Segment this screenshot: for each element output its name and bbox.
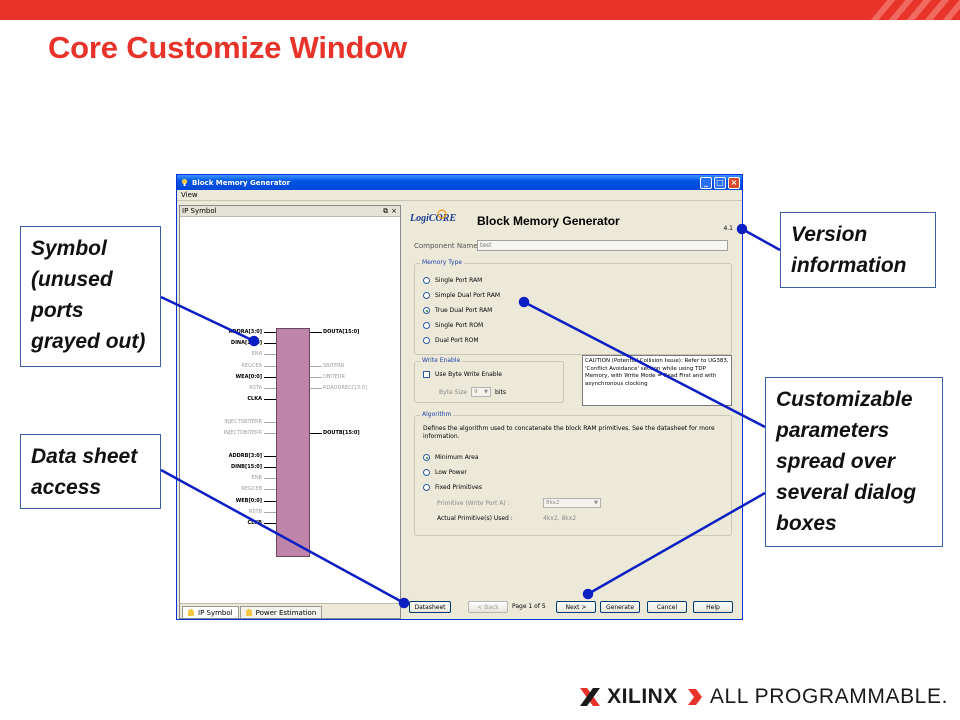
callout-version: Version information	[780, 212, 936, 288]
chevron-down-icon: ▼	[484, 389, 488, 395]
primitive-label: Primitive (Write Port A) :	[437, 500, 510, 507]
symbol-port-left: ADDRB[3:0]	[180, 453, 276, 460]
slide-title: Core Customize Window	[48, 30, 407, 65]
symbol-port-right: DOUTA[15:0]	[310, 329, 359, 336]
radio-true-dual-port-ram[interactable]: True Dual Port RAM	[423, 307, 492, 314]
symbol-port-left: WEA[0:0]	[180, 374, 276, 381]
symbol-port-left: DINA[15:0]	[180, 340, 276, 347]
symbol-port-left: RSTB	[180, 509, 276, 516]
parameters-pane: LogiCORE Block Memory Generator 4.1 Comp…	[404, 205, 741, 619]
radio-low-power[interactable]: Low Power	[423, 469, 467, 476]
version-label: 4.1	[723, 225, 733, 232]
top-accent-bar	[0, 0, 960, 20]
left-pane-tabs: IP Symbol Power Estimation	[180, 603, 400, 618]
byte-size-label: Byte Size	[439, 389, 467, 396]
byte-size-select[interactable]: 9▼	[471, 387, 491, 397]
actual-primitive-label: Actual Primitive(s) Used :	[437, 515, 513, 522]
algorithm-label: Algorithm	[420, 411, 454, 418]
radio-dual-port-rom[interactable]: Dual Port ROM	[423, 337, 479, 344]
byte-write-enable-checkbox[interactable]: Use Byte Write Enable	[423, 371, 502, 378]
core-symbol-block	[276, 328, 310, 557]
callout-datasheet: Data sheet access	[20, 434, 161, 509]
caution-note: CAUTION (Potential Collision Issue): Ref…	[582, 355, 732, 406]
symbol-port-right: DOUTB[15:0]	[310, 430, 360, 437]
next-button[interactable]: Next >	[556, 601, 596, 613]
component-name-label: Component Name	[414, 242, 478, 250]
symbol-port-left: REGCEB	[180, 486, 276, 493]
core-header-title: Block Memory Generator	[477, 214, 620, 228]
brand-tagline: ALL PROGRAMMABLE.	[709, 685, 948, 708]
maximize-button[interactable]: □	[714, 176, 726, 189]
primitive-select[interactable]: 8kx2▼	[543, 498, 601, 508]
menu-bar: View	[177, 190, 742, 201]
symbol-port-left: ENB	[180, 475, 276, 482]
radio-minimum-area[interactable]: Minimum Area	[423, 454, 479, 461]
arrow-right-icon	[687, 689, 702, 705]
symbol-port-left: ADDRA[3:0]	[180, 329, 276, 336]
svg-text:LogiCORE: LogiCORE	[409, 213, 456, 224]
ip-symbol-pane: IP Symbol ⧉ × ADDRA[3:0] DINA[15:0] ENA REG…	[179, 205, 401, 619]
callout-parameters: Customizable parameters spread over seve…	[765, 377, 943, 547]
tab-ip-symbol[interactable]: IP Symbol	[182, 606, 239, 618]
symbol-port-left: CLKA	[180, 396, 276, 403]
ip-symbol-pane-header: IP Symbol ⧉ ×	[180, 206, 400, 217]
close-button[interactable]: ×	[728, 176, 740, 189]
symbol-port-left: RSTA	[180, 385, 276, 392]
symbol-port-right: SBITERR	[310, 363, 344, 370]
symbol-canvas: ADDRA[3:0] DINA[15:0] ENA REGCEA WEA[0:0] RST…	[180, 217, 400, 604]
symbol-port-left: REGCEA	[180, 363, 276, 370]
app-icon	[181, 178, 188, 187]
window-titlebar[interactable]: Block Memory Generator _ □ ×	[177, 175, 742, 190]
back-button[interactable]: < Back	[468, 601, 508, 613]
symbol-port-left: INJECTSBITERR	[180, 419, 276, 426]
header-stripe-decoration	[870, 0, 960, 20]
write-enable-group: Write Enable Use Byte Write Enable Byte …	[414, 357, 564, 403]
symbol-port-left: INJECTDBITERR	[180, 430, 276, 437]
chevron-down-icon: ▼	[594, 500, 598, 506]
write-enable-label: Write Enable	[420, 357, 463, 364]
close-pane-icon[interactable]: ×	[391, 207, 397, 215]
radio-simple-dual-port-ram[interactable]: Simple Dual Port RAM	[423, 292, 500, 299]
page-indicator: Page 1 of 5	[512, 603, 546, 610]
menu-view[interactable]: View	[181, 191, 198, 199]
algorithm-group: Algorithm Defines the algorithm used to …	[414, 411, 732, 536]
xilinx-logo: XILINX ALL PROGRAMMABLE.	[579, 684, 948, 710]
cancel-button[interactable]: Cancel	[647, 601, 687, 613]
radio-fixed-primitives[interactable]: Fixed Primitives	[423, 484, 482, 491]
window-title: Block Memory Generator	[192, 178, 291, 187]
symbol-port-left: WEB[0:0]	[180, 498, 276, 505]
callout-symbol: Symbol (unused ports grayed out)	[20, 226, 161, 367]
bits-label: bits	[495, 389, 506, 396]
tab-power-estimation[interactable]: Power Estimation	[239, 606, 323, 618]
radio-single-port-ram[interactable]: Single Port RAM	[423, 277, 482, 284]
radio-single-port-rom[interactable]: Single Port ROM	[423, 322, 483, 329]
bulb-icon	[245, 609, 252, 616]
datasheet-button[interactable]: Datasheet	[409, 601, 451, 613]
symbol-port-left: CLKB	[180, 520, 276, 527]
symbol-port-left: ENA	[180, 351, 276, 358]
logicore-logo: LogiCORE	[409, 209, 456, 224]
xilinx-x-icon	[580, 688, 601, 706]
pane-title: IP Symbol	[182, 207, 217, 215]
generate-button[interactable]: Generate	[600, 601, 640, 613]
bulb-icon	[188, 609, 194, 616]
minimize-button[interactable]: _	[700, 176, 712, 189]
actual-primitive-value: 4kx2, 8kx2	[543, 515, 577, 522]
symbol-port-left: DINB[15:0]	[180, 464, 276, 471]
symbol-port-right: DBITERR	[310, 374, 345, 381]
memory-type-label: Memory Type	[420, 259, 465, 266]
block-memory-generator-window: Block Memory Generator _ □ × View IP Sym…	[176, 174, 743, 620]
memory-type-group: Memory Type Single Port RAM Simple Dual …	[414, 259, 732, 355]
algorithm-description: Defines the algorithm used to concatenat…	[423, 425, 715, 440]
help-button[interactable]: Help	[693, 601, 733, 613]
leader-line-version	[741, 227, 781, 252]
component-name-input[interactable]: test	[477, 240, 728, 251]
brand-name: XILINX	[607, 685, 678, 708]
float-pane-icon[interactable]: ⧉	[383, 206, 389, 215]
symbol-port-right: RDADDRECC[3:0]	[310, 385, 367, 392]
